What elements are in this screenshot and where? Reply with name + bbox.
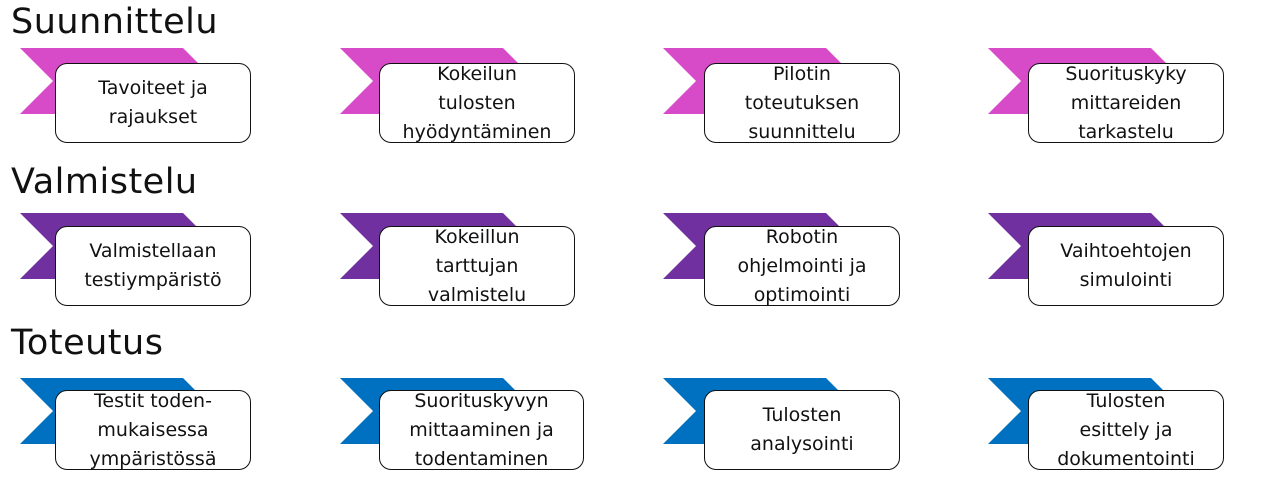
step-label: Vaihtoehtojen simulointi <box>1060 240 1192 291</box>
step-box: Pilotin toteutuksen suunnittelu <box>704 63 900 143</box>
step-label: Suorituskyvyn mittaaminen ja todentamine… <box>409 389 554 470</box>
step-box: Kokeilun tulosten hyödyntäminen <box>379 63 575 143</box>
step-box: Tulosten analysointi <box>704 390 900 470</box>
step-box: Valmistellaan testiympäristö <box>55 226 251 306</box>
step-box: Vaihtoehtojen simulointi <box>1028 226 1224 306</box>
step-label: Tulosten analysointi <box>750 404 854 455</box>
step-box: Robotin ohjelmointi ja optimointi <box>704 226 900 306</box>
step-label: Tavoiteet ja rajaukset <box>98 77 208 128</box>
step-label: Suorituskyky mittareiden tarkastelu <box>1065 62 1187 143</box>
section-heading-toteutus: Toteutus <box>11 323 164 363</box>
step-box: Suorituskyky mittareiden tarkastelu <box>1028 63 1224 143</box>
step-box: Tulosten esittely ja dokumentointi <box>1028 390 1224 470</box>
step-label: Kokeillun tarttujan valmistelu <box>427 225 527 306</box>
step-box: Suorituskyvyn mittaaminen ja todentamine… <box>379 390 584 470</box>
step-label: Robotin ohjelmointi ja optimointi <box>737 225 867 306</box>
step-label: Testit toden- mukaisessa ympäristössä <box>89 389 217 470</box>
section-heading-suunnittelu: Suunnittelu <box>11 2 219 42</box>
step-label: Valmistellaan testiympäristö <box>84 240 222 291</box>
section-heading-valmistelu: Valmistelu <box>11 162 198 202</box>
step-box: Testit toden- mukaisessa ympäristössä <box>55 390 251 470</box>
step-box: Tavoiteet ja rajaukset <box>55 63 251 143</box>
step-label: Tulosten esittely ja dokumentointi <box>1057 389 1195 470</box>
step-label: Pilotin toteutuksen suunnittelu <box>744 62 860 143</box>
step-box: Kokeillun tarttujan valmistelu <box>379 226 575 306</box>
step-label: Kokeilun tulosten hyödyntäminen <box>402 62 552 143</box>
